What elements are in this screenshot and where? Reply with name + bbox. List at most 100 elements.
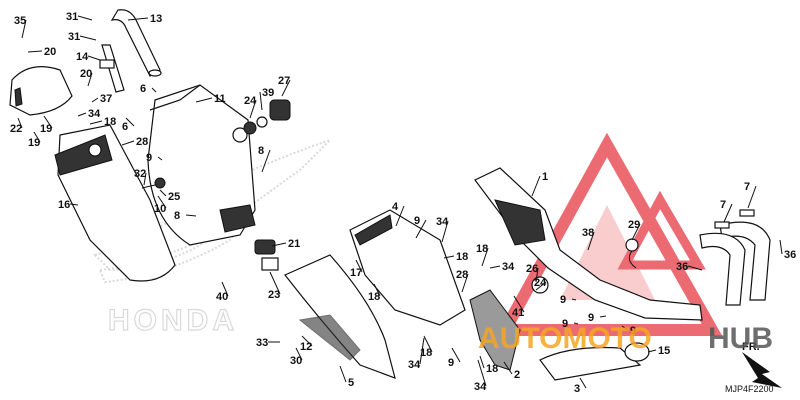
callout-11: 11: [214, 93, 226, 105]
leader-line-18: [89, 120, 103, 125]
callout-20: 20: [44, 46, 56, 58]
callout-34: 34: [474, 381, 487, 393]
leader-line-40: [221, 281, 229, 297]
callout-22: 22: [10, 123, 22, 135]
leader-line-19: [43, 115, 53, 129]
leader-line-37: [91, 97, 99, 103]
direction-label: FR.: [742, 341, 760, 353]
leader-line-26: [535, 267, 539, 283]
leader-line-18: [479, 355, 485, 369]
part-5-heat-shield: [284, 254, 396, 379]
leader-line-15: [647, 349, 657, 353]
watermark-brand: AUTOMOTO: [478, 322, 652, 355]
leader-line-41: [513, 295, 525, 313]
callout-10: 10: [154, 203, 166, 215]
leader-line-28: [461, 273, 469, 293]
leader-line-25: [159, 189, 167, 197]
leader-line-22: [17, 117, 23, 129]
callout-14: 14: [76, 51, 89, 63]
callout-9: 9: [146, 152, 152, 164]
leader-line-24: [535, 281, 547, 291]
callout-34: 34: [436, 216, 449, 228]
part-4-protector: [349, 209, 466, 326]
callout-17: 17: [350, 267, 362, 279]
leader-line-36: [687, 265, 703, 271]
leader-line-8: [261, 149, 271, 173]
callout-18: 18: [368, 291, 380, 303]
watermark-text: AUTOMOTO HUB: [478, 322, 773, 355]
callout-33: 33: [256, 337, 268, 349]
callout-31: 31: [68, 31, 80, 43]
callout-6: 6: [122, 121, 128, 133]
part-27-39-24: [243, 99, 291, 135]
leader-line-20: [87, 72, 93, 87]
leader-line-9: [415, 219, 427, 239]
honda-logo-text: HONDA: [108, 304, 238, 337]
part-10-25-32: [141, 177, 166, 189]
callout-9: 9: [448, 357, 454, 369]
leader-line-7: [723, 203, 733, 223]
leader-line-35: [21, 19, 27, 39]
leader-line-28: [121, 140, 135, 146]
callout-31: 31: [66, 11, 78, 23]
callout-19: 19: [40, 123, 52, 135]
leader-line-34: [441, 220, 449, 243]
leader-lines: [17, 15, 783, 389]
callout-24: 24: [534, 277, 547, 289]
callout-2: 2: [514, 369, 520, 381]
callout-18: 18: [456, 251, 468, 263]
leader-line-23: [269, 271, 281, 295]
leader-line-18: [373, 283, 381, 297]
leader-line-34: [419, 337, 425, 365]
leader-line-9: [571, 298, 577, 301]
callout-18: 18: [486, 363, 498, 375]
callout-32: 32: [134, 168, 146, 180]
callout-7: 7: [720, 199, 726, 211]
callout-8: 8: [174, 210, 180, 222]
callout-16: 16: [58, 199, 70, 211]
leader-line-12: [301, 335, 313, 347]
callout-36: 36: [784, 249, 796, 261]
part-3-guard: [539, 342, 650, 381]
leader-line-13: [127, 17, 149, 21]
diagram-code: MJP4F2200: [725, 384, 774, 394]
leader-line-27: [281, 79, 291, 97]
part-20-cover: [9, 66, 73, 116]
callout-18: 18: [104, 116, 116, 128]
callout-34: 34: [408, 359, 421, 371]
leader-line-30: [295, 347, 303, 361]
callout-18: 18: [420, 347, 432, 359]
leader-line-9: [599, 315, 607, 318]
leader-line-21: [271, 242, 287, 247]
part-21-clamp: [254, 239, 279, 271]
callout-25: 25: [168, 191, 180, 203]
callout-15: 15: [658, 345, 670, 357]
leader-line-9: [451, 347, 461, 363]
leader-line-5: [339, 365, 347, 383]
callout-5: 5: [348, 377, 354, 389]
leader-line-31: [77, 15, 93, 21]
leader-line-3: [579, 377, 587, 389]
leader-line-18: [481, 247, 489, 267]
callout-9: 9: [588, 312, 594, 324]
leader-line-9: [621, 325, 629, 331]
leader-line-11: [195, 97, 213, 103]
leader-line-20: [27, 50, 43, 53]
leader-line-18: [443, 255, 455, 259]
callout-34: 34: [88, 108, 101, 120]
callout-3: 3: [574, 383, 580, 395]
callout-12: 12: [300, 341, 312, 353]
leader-line-16: [69, 203, 79, 206]
leader-line-1: [531, 175, 541, 197]
leader-line-7: [747, 185, 757, 209]
leader-line-34: [77, 112, 87, 117]
leader-line-31: [79, 35, 97, 41]
callout-39: 39: [262, 87, 274, 99]
leader-line-36: [779, 239, 783, 255]
leader-line-29: [631, 223, 641, 241]
leader-line-6: [125, 117, 135, 127]
callout-9: 9: [562, 318, 568, 330]
leader-line-17: [355, 259, 363, 273]
